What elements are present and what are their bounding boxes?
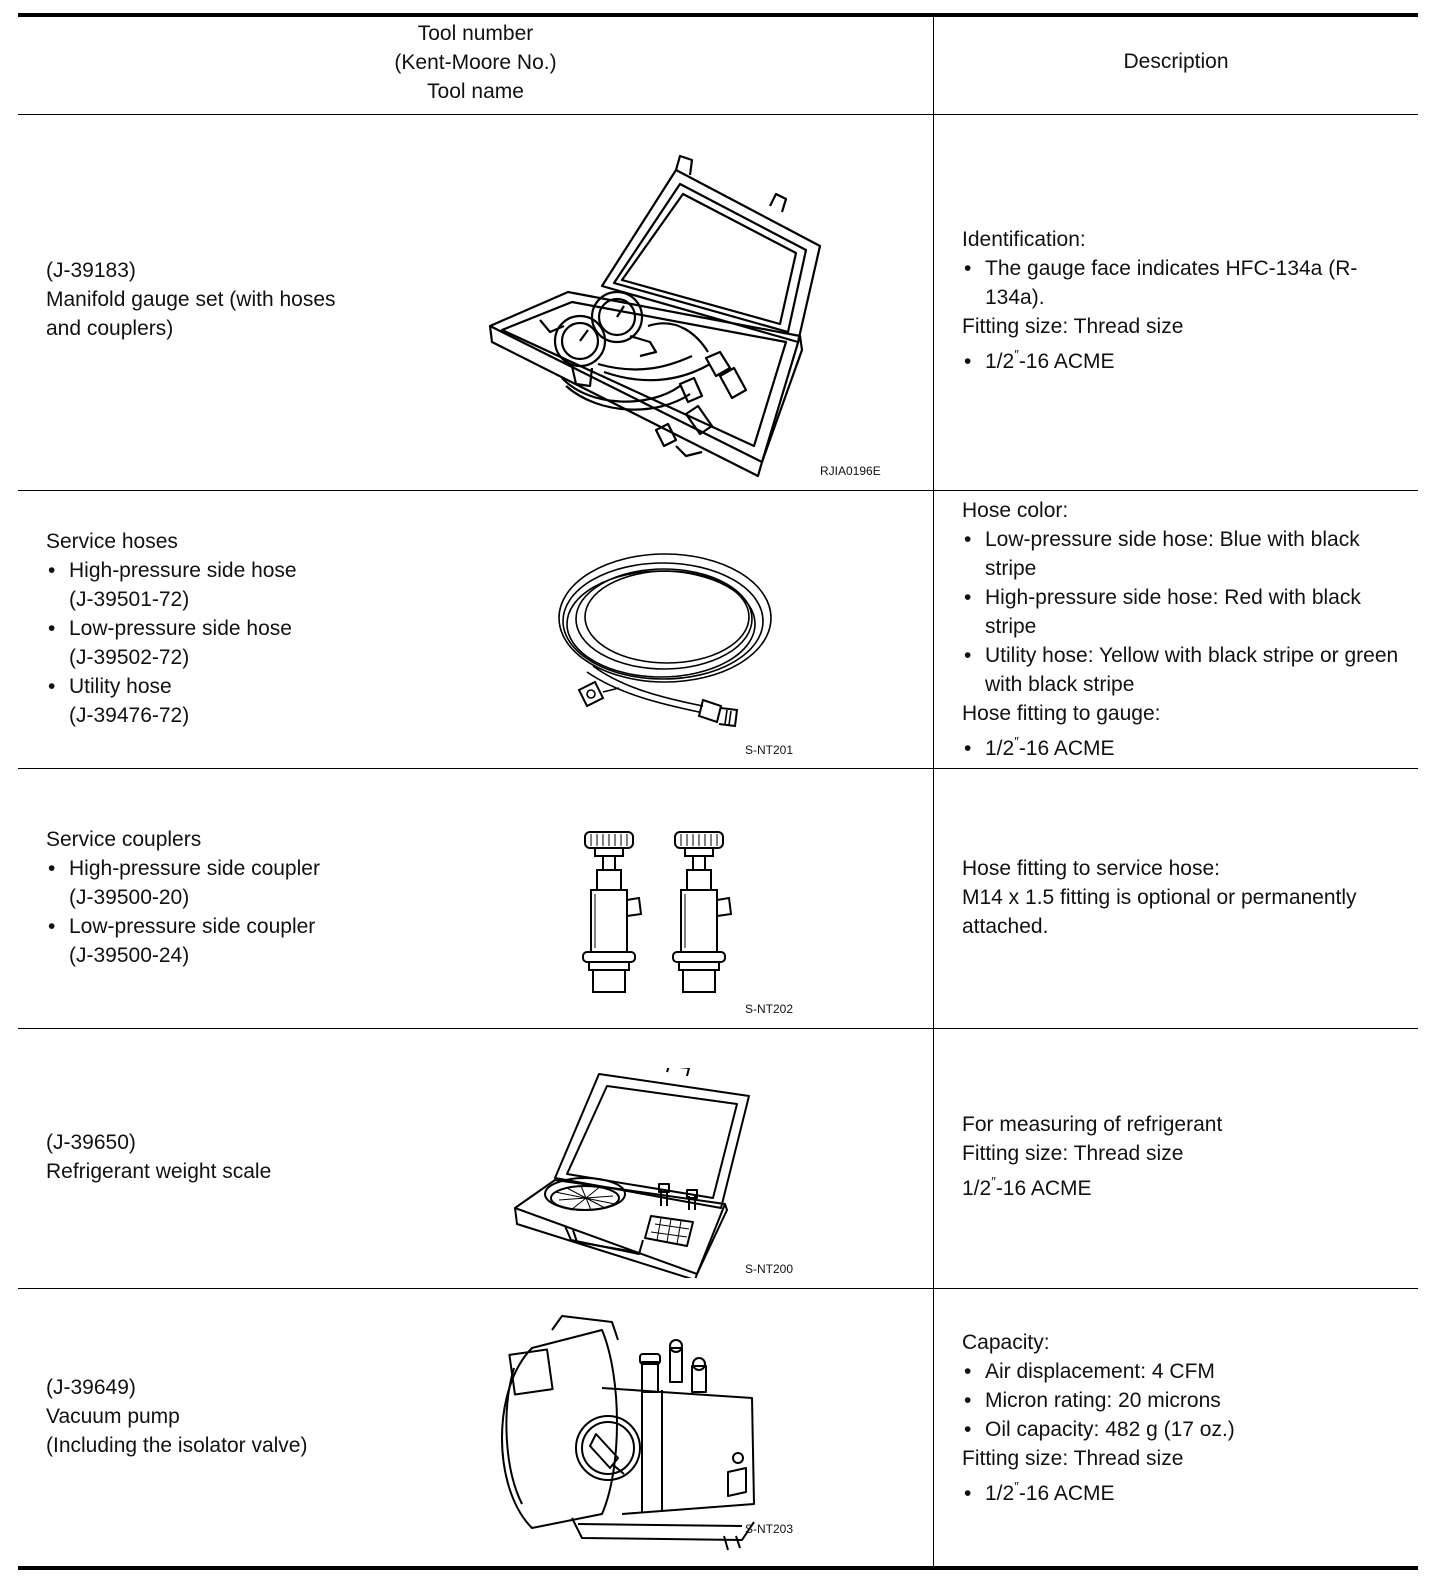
description-service-couplers: Hose fitting to service hose: M14 x 1.5 … <box>962 854 1402 941</box>
header-description: Description <box>1123 50 1229 73</box>
desc-bullet: Low-pressure side hose: Blue with black … <box>962 525 1402 583</box>
table-bottom-rule <box>18 1566 1418 1570</box>
header-tool-number: Tool number (Kent-Moore No.) Tool name <box>18 19 933 106</box>
tool-name: Service couplers <box>46 828 202 851</box>
tool-number: (J-39502-72) <box>69 646 190 669</box>
tool-item: Utility hose <box>46 672 426 701</box>
acme-thread: -16 ACME <box>995 1177 1092 1200</box>
desc-line: Hose fitting to service hose: <box>962 857 1220 880</box>
tool-name: Refrigerant weight scale <box>46 1160 272 1183</box>
tool-number: (J-39500-24) <box>69 944 190 967</box>
header-rule <box>18 114 1418 115</box>
desc-line: Hose fitting to gauge: <box>962 702 1161 725</box>
row-rule <box>18 768 1418 769</box>
tool-number: (J-39649) <box>46 1376 136 1399</box>
desc-bullet: Micron rating: 20 microns <box>962 1386 1402 1415</box>
desc-bullet-acme: 1/2″-16 ACME <box>962 1479 1402 1508</box>
acme-fraction: 1/2 <box>985 350 1015 373</box>
desc-line: Fitting size: Thread size <box>962 1142 1184 1165</box>
tool-number: (J-39650) <box>46 1131 136 1154</box>
weight-scale-case-icon <box>514 1068 750 1278</box>
tool-number: (J-39500-20) <box>69 886 190 909</box>
desc-heading: Identification: <box>962 228 1086 251</box>
header-line: Tool name <box>427 80 524 103</box>
description-service-hoses: Hose color: Low-pressure side hose: Blue… <box>962 496 1402 763</box>
column-divider <box>933 13 934 1566</box>
tool-name: Vacuum pump <box>46 1405 180 1428</box>
tool-name: and couplers) <box>46 317 174 340</box>
row-rule <box>18 1288 1418 1289</box>
acme-fraction: 1/2 <box>962 1177 992 1200</box>
tool-name: Manifold gauge set (with hoses <box>46 288 336 311</box>
tool-item: High-pressure side coupler <box>46 854 426 883</box>
desc-heading: Hose color: <box>962 499 1069 522</box>
desc-bullet: Oil capacity: 482 g (17 oz.) <box>962 1415 1402 1444</box>
manifold-gauge-case-icon <box>488 154 822 478</box>
acme-fraction: 1/2 <box>985 1482 1015 1505</box>
desc-bullet: Air displacement: 4 CFM <box>962 1357 1402 1386</box>
figure-code: S-NT200 <box>745 1262 794 1276</box>
figure-code: S-NT201 <box>745 743 794 757</box>
desc-bullet: Utility hose: Yellow with black stripe o… <box>962 641 1402 699</box>
desc-line: Fitting size: Thread size <box>962 315 1184 338</box>
tool-item: Low-pressure side coupler <box>46 912 426 941</box>
vacuum-pump-icon <box>501 1315 755 1551</box>
figure-code: S-NT202 <box>745 1002 794 1016</box>
desc-bullet-acme: 1/2″-16 ACME <box>962 734 1402 763</box>
tool-name: (Including the isolator valve) <box>46 1434 308 1457</box>
description-weight-scale: For measuring of refrigerant Fitting siz… <box>962 1110 1402 1203</box>
desc-heading: Capacity: <box>962 1331 1050 1354</box>
desc-acme: 1/2″-16 ACME <box>962 1174 1092 1200</box>
description-manifold-gauge: Identification: The gauge face indicates… <box>962 225 1402 376</box>
figure-code: RJIA0196E <box>820 464 881 478</box>
tool-cell-weight-scale: (J-39650) Refrigerant weight scale <box>46 1128 426 1186</box>
tool-item: Low-pressure side hose <box>46 614 426 643</box>
header-line: (Kent-Moore No.) <box>394 51 557 74</box>
table-top-rule <box>18 13 1418 17</box>
tool-item: High-pressure side hose <box>46 556 426 585</box>
tool-cell-service-hoses: Service hoses High-pressure side hose (J… <box>46 527 426 730</box>
tool-cell-service-couplers: Service couplers High-pressure side coup… <box>46 825 426 970</box>
header-line: Tool number <box>417 22 534 45</box>
desc-line: Fitting size: Thread size <box>962 1447 1184 1470</box>
tool-cell-vacuum-pump: (J-39649) Vacuum pump (Including the iso… <box>46 1373 426 1460</box>
service-couplers-icon <box>582 831 733 993</box>
desc-bullet: The gauge face indicates HFC-134a (R-134… <box>962 254 1402 312</box>
description-vacuum-pump: Capacity: Air displacement: 4 CFM Micron… <box>962 1328 1402 1508</box>
special-service-tools-table: Tool number (Kent-Moore No.) Tool name D… <box>18 13 1418 1575</box>
acme-thread: -16 ACME <box>1018 1482 1115 1505</box>
tool-number: (J-39183) <box>46 259 136 282</box>
desc-bullet: High-pressure side hose: Red with black … <box>962 583 1402 641</box>
acme-thread: -16 ACME <box>1018 350 1115 373</box>
tool-number: (J-39501-72) <box>69 588 190 611</box>
tool-number: (J-39476-72) <box>69 704 190 727</box>
desc-bullet-acme: 1/2″-16 ACME <box>962 347 1402 376</box>
figure-code: S-NT203 <box>745 1522 794 1536</box>
tool-name: Service hoses <box>46 530 178 553</box>
row-rule <box>18 1028 1418 1029</box>
acme-thread: -16 ACME <box>1018 737 1115 760</box>
desc-line: For measuring of refrigerant <box>962 1113 1223 1136</box>
acme-fraction: 1/2 <box>985 737 1015 760</box>
tool-cell-manifold-gauge: (J-39183) Manifold gauge set (with hoses… <box>46 256 426 343</box>
desc-line: M14 x 1.5 fitting is optional or permane… <box>962 886 1357 938</box>
row-rule <box>18 490 1418 491</box>
coiled-hose-icon <box>558 553 772 728</box>
